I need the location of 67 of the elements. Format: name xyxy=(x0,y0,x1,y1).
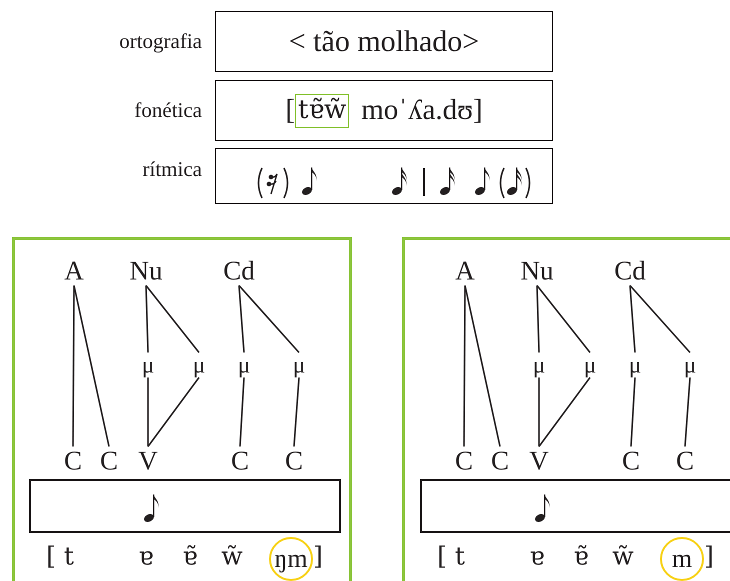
row-heading: fonética xyxy=(134,98,202,123)
association-line xyxy=(239,377,245,447)
association-line xyxy=(238,284,300,354)
tree-label: C xyxy=(231,448,249,474)
tree-label: μ xyxy=(292,354,306,376)
tree-label: V xyxy=(529,448,549,474)
tree-label: μ xyxy=(584,354,596,376)
segment-label: ɐ xyxy=(530,544,544,568)
tree-label: C xyxy=(455,448,473,474)
segment-label: ] xyxy=(704,544,714,568)
tree-label: A xyxy=(455,258,475,284)
tree-label: μ xyxy=(238,354,250,376)
association-line xyxy=(629,285,636,353)
association-line xyxy=(630,377,636,447)
association-line xyxy=(73,285,110,447)
syllable-panel xyxy=(402,237,730,581)
tree-label: μ xyxy=(684,354,696,376)
segment-label: w̃ xyxy=(221,544,243,568)
tree-label: μ xyxy=(192,354,206,376)
tree-label: μ xyxy=(628,354,642,376)
tree-label: C xyxy=(100,448,118,474)
tree-label: V xyxy=(138,448,158,474)
tree-label: C xyxy=(64,448,82,474)
association-line xyxy=(629,284,691,354)
segment-label: [ t xyxy=(437,544,465,568)
tree-label: μ xyxy=(532,354,546,376)
association-line xyxy=(72,286,75,446)
tree-label: A xyxy=(64,258,84,284)
tree-label: μ xyxy=(142,354,154,376)
row-heading: rítmica xyxy=(142,157,202,182)
tree-label: Nu xyxy=(130,258,162,284)
segment-label: ] xyxy=(313,544,323,568)
tree-label: Nu xyxy=(520,258,554,284)
segment-label: ɐ̃ xyxy=(574,544,588,568)
association-line xyxy=(147,378,149,446)
association-line xyxy=(463,286,466,446)
rhythm-box xyxy=(420,479,730,533)
association-line xyxy=(684,377,691,447)
tree-label: C xyxy=(676,448,694,474)
transcription-text: [ xyxy=(285,94,296,127)
segment-label: [ t xyxy=(46,544,74,568)
tree-label: C xyxy=(622,448,640,474)
circled-segment: m xyxy=(660,537,704,581)
association-line xyxy=(145,285,149,353)
association-line xyxy=(538,377,591,447)
tree-label: Cd xyxy=(614,258,646,284)
tree-label: Cd xyxy=(223,258,255,284)
segment-label: ɐ xyxy=(138,544,154,568)
segment-label: w̃ xyxy=(612,544,634,568)
rhythm-box xyxy=(29,479,341,533)
tree-label: C xyxy=(285,448,303,474)
association-line xyxy=(293,377,300,447)
association-line xyxy=(538,378,540,446)
association-line xyxy=(145,285,200,353)
transcription-text: < tão molhado> xyxy=(288,24,480,58)
circled-segment: ŋm xyxy=(269,537,313,581)
transcription-text: moˈʎa.dʊ] xyxy=(361,94,483,127)
segment-label: ɐ̃ xyxy=(182,544,198,568)
association-line xyxy=(147,377,200,447)
association-line xyxy=(238,285,245,353)
association-line xyxy=(536,285,540,353)
syllable-panel xyxy=(12,237,352,581)
highlighted-syllable: tɐ̃w̃ xyxy=(295,94,350,128)
row-heading: ortografia xyxy=(119,29,202,54)
association-line xyxy=(536,285,591,353)
tree-label: C xyxy=(491,448,509,474)
association-line xyxy=(464,285,501,447)
